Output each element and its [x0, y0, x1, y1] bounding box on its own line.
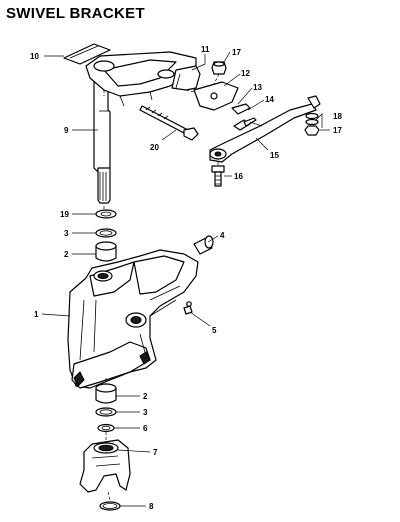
callout-13: 13 [253, 83, 262, 92]
callout-20: 20 [150, 143, 159, 152]
callout-18: 18 [333, 112, 342, 121]
callout-7: 7 [153, 448, 158, 457]
part-10-lock-plate [63, 43, 111, 65]
part-3-washer-lower [95, 407, 117, 417]
part-12-mounting-plate [193, 81, 239, 111]
steering-arm-casting [85, 51, 197, 107]
callout-4: 4 [220, 231, 225, 240]
callout-11: 11 [201, 45, 210, 54]
callout-5: 5 [212, 326, 217, 335]
callout-10: 10 [30, 52, 39, 61]
part-19-seal [95, 209, 117, 219]
callout-2-upper: 2 [64, 250, 69, 259]
assembly-lines [103, 73, 220, 501]
part-17-nut-right [304, 125, 320, 136]
part-8-o-ring [99, 501, 121, 511]
callout-3-lower: 3 [143, 408, 148, 417]
part-2-bushing-lower [95, 383, 117, 404]
part-15-steering-link [209, 95, 321, 163]
part-13-clip [231, 103, 251, 115]
leader-lines [41, 51, 330, 507]
callout-3-upper: 3 [64, 229, 69, 238]
part-17-nut-top [211, 61, 227, 75]
part-16-bolt [211, 165, 225, 187]
part-20-bolt [139, 105, 199, 141]
part-18-washers [305, 112, 319, 126]
part-3-washer-upper [95, 228, 117, 238]
callout-17-right: 17 [333, 126, 342, 135]
part-7-lower-yoke [79, 439, 131, 493]
part-14-screw [233, 117, 257, 131]
callout-8: 8 [149, 502, 154, 511]
callout-6: 6 [143, 424, 148, 433]
callout-2-lower: 2 [143, 392, 148, 401]
callout-labels: 10 11 17 12 13 14 18 17 15 16 9 20 19 3 … [30, 45, 342, 511]
callout-15: 15 [270, 151, 279, 160]
callout-1: 1 [34, 310, 39, 319]
callout-9: 9 [64, 126, 69, 135]
callout-12: 12 [241, 69, 250, 78]
diagram-title: SWIVEL BRACKET [6, 5, 145, 22]
part-6-seal [97, 423, 115, 433]
callout-14: 14 [265, 95, 274, 104]
part-2-bushing-upper [95, 241, 117, 262]
part-4-sleeve [193, 235, 214, 255]
part-11-bracket [171, 65, 201, 91]
part-1-swivel-bracket [67, 249, 199, 389]
callout-17-top: 17 [232, 48, 241, 57]
callout-19: 19 [60, 210, 69, 219]
callout-16: 16 [234, 172, 243, 181]
